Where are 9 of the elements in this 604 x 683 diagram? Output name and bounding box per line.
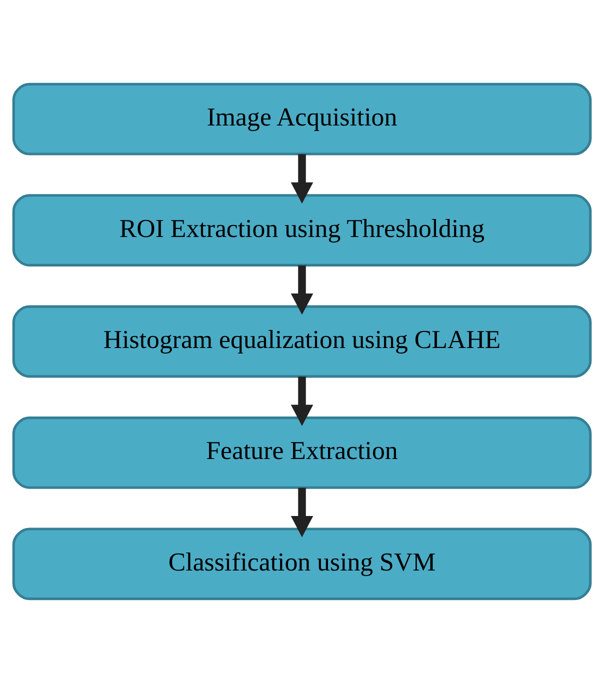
node-box: Feature Extraction [12, 416, 592, 489]
arrow [290, 265, 314, 315]
arrow [290, 154, 314, 204]
node-box: Image Acquisition [12, 82, 592, 156]
arrow [290, 488, 314, 538]
node-box: Histogram equalization using CLAHE [12, 305, 592, 378]
node-box: Classification using SVM [12, 528, 592, 600]
arrow [290, 376, 314, 426]
node-box: ROI Extraction using Thresholding [12, 194, 592, 266]
